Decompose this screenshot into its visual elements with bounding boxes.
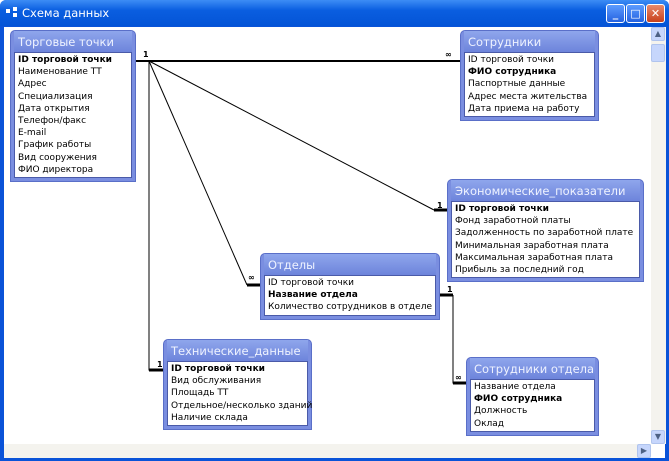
field[interactable]: Адрес места жительства	[468, 91, 588, 102]
field[interactable]: Название отдела	[474, 382, 556, 392]
field[interactable]: Наличие склада	[171, 412, 248, 423]
table-title[interactable]: Сотрудники	[464, 31, 595, 52]
field[interactable]: Прибыль за последний год	[455, 265, 584, 276]
rel-label-one: 1	[157, 360, 163, 369]
rel-label-many: ∞	[455, 373, 462, 382]
field[interactable]: Телефон/факс	[18, 116, 87, 127]
field[interactable]: Должность	[474, 406, 528, 417]
rel-label-one: 1	[447, 285, 453, 294]
table-title[interactable]: Сотрудники отдела	[470, 358, 595, 379]
field[interactable]: Задолженность по заработной плате	[455, 228, 634, 239]
minimize-button[interactable]: _	[606, 4, 625, 23]
field[interactable]: Оклад	[474, 418, 505, 429]
maximize-button[interactable]: □	[626, 4, 645, 23]
rel-line-otdely-sotr-otdela	[452, 295, 466, 384]
close-button[interactable]: ✕	[646, 4, 665, 23]
field[interactable]: Количество сотрудников в отделе	[268, 302, 432, 313]
field[interactable]: Минимальная заработная плата	[455, 240, 609, 251]
rel-label-many: ∞	[248, 273, 255, 282]
primary-key-field[interactable]: ID торговой точки	[18, 55, 112, 65]
field[interactable]: Адрес	[18, 79, 47, 90]
rel-label-many: ∞	[445, 50, 452, 59]
field[interactable]: Дата приема на работу	[468, 103, 580, 114]
table-title[interactable]: Отделы	[264, 254, 436, 275]
scroll-right-button[interactable]: ▶	[637, 444, 651, 458]
window-title: Схема данных	[22, 6, 110, 20]
field[interactable]: График работы	[18, 140, 92, 151]
vertical-scrollbar[interactable]: ▲ ▼	[651, 27, 666, 444]
field[interactable]: ID торговой точки	[268, 278, 355, 288]
primary-key-field[interactable]: ФИО сотрудника	[468, 67, 557, 78]
field[interactable]: ФИО директора	[18, 164, 94, 175]
field[interactable]: Фонд заработной платы	[455, 216, 571, 227]
rel-line-tt-econ	[148, 60, 435, 211]
rel-label-one: 1	[143, 50, 149, 59]
primary-key-field[interactable]: ID торговой точки	[455, 204, 549, 214]
relationships-icon	[6, 7, 17, 17]
table-title[interactable]: Торговые точки	[14, 31, 132, 52]
relationship-lines	[135, 60, 466, 385]
field[interactable]: Отдельное/несколько зданий	[171, 400, 313, 411]
field[interactable]: Вид обслуживания	[171, 376, 262, 387]
horizontal-scrollbar[interactable]: ▶	[4, 444, 651, 458]
scroll-thumb[interactable]	[651, 44, 665, 62]
scroll-up-button[interactable]: ▲	[651, 27, 665, 41]
rel-line-tt-otdely	[148, 60, 248, 286]
field[interactable]: Паспортные данные	[468, 79, 566, 90]
primary-key-field[interactable]: Название отдела	[268, 290, 358, 301]
field[interactable]: Площадь ТТ	[171, 388, 229, 399]
field[interactable]: Максимальная заработная плата	[455, 252, 613, 263]
table-title[interactable]: Экономические_показатели	[451, 180, 640, 201]
primary-key-field[interactable]: ФИО сотрудника	[474, 394, 563, 405]
field[interactable]: Дата открытия	[18, 103, 90, 114]
field[interactable]: E-mail	[18, 128, 47, 139]
table-title[interactable]: Технические_данные	[167, 340, 308, 361]
rel-label-one: 1	[437, 201, 443, 210]
title-bar[interactable]: Схема данных _ □ ✕	[0, 0, 669, 26]
field[interactable]: Специализация	[18, 91, 93, 102]
rel-line-tt-tech	[148, 61, 163, 371]
field[interactable]: Наименование ТТ	[18, 67, 102, 78]
primary-key-field[interactable]: ID торговой точки	[171, 364, 265, 374]
field[interactable]: ID торговой точки	[468, 55, 555, 65]
scroll-down-button[interactable]: ▼	[651, 430, 665, 444]
field[interactable]: Вид сооружения	[18, 152, 97, 163]
